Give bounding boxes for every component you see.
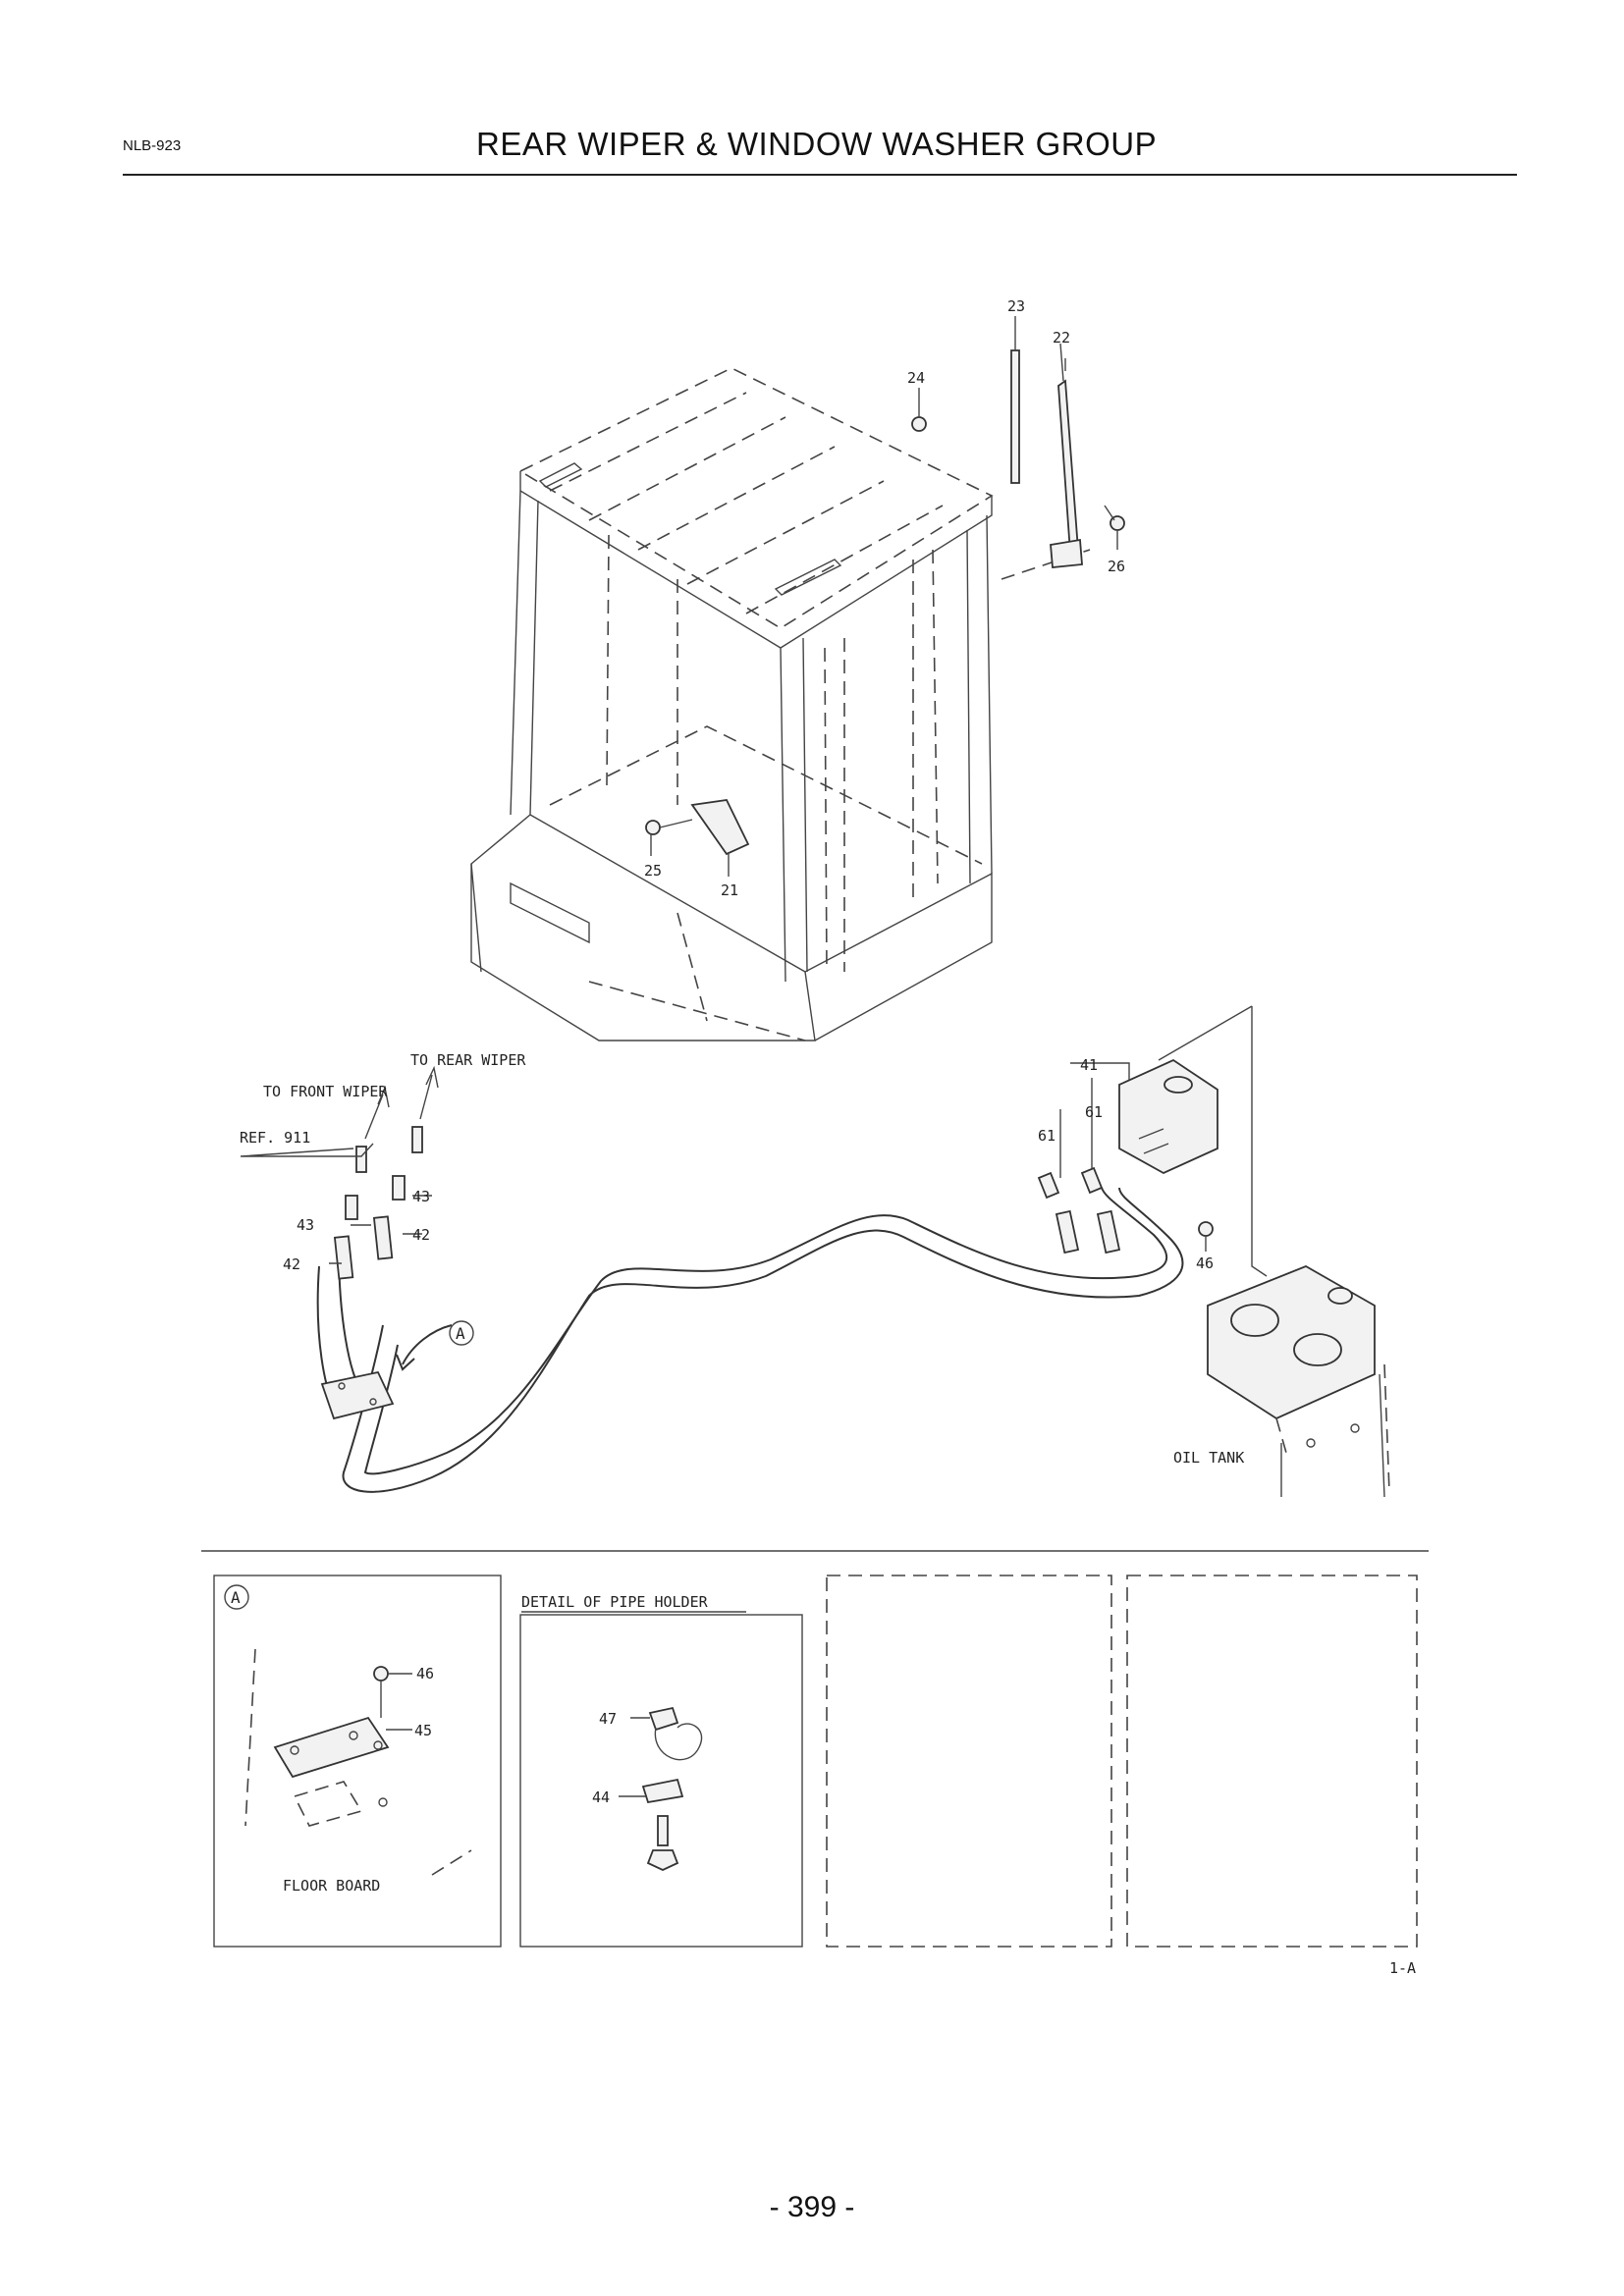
sheet-reference: 1-A xyxy=(1389,1959,1416,1977)
callout-61-left: 61 xyxy=(1038,1127,1056,1145)
document-code: NLB-923 xyxy=(123,137,182,154)
washer-tank xyxy=(1118,1005,1268,1277)
callout-41: 41 xyxy=(1080,1056,1098,1074)
svg-text:FLOOR BOARD: FLOOR BOARD xyxy=(283,1877,380,1895)
callout-leaders xyxy=(240,358,1130,1264)
to-rear-wiper-label: TO REAR WIPER xyxy=(410,1051,526,1069)
callout-24: 24 xyxy=(907,369,925,387)
oil-tank xyxy=(1207,1265,1390,1498)
wiper-motor-part xyxy=(645,799,750,877)
callout-43-right: 43 xyxy=(412,1188,430,1205)
callout-21: 21 xyxy=(721,881,738,899)
svg-text:47: 47 xyxy=(599,1710,617,1728)
page-number: - 399 - xyxy=(769,2191,855,2223)
detail-panel-a: A 46 45 FLOOR BOARD xyxy=(213,1575,502,1948)
callout-46: 46 xyxy=(1196,1255,1214,1272)
callout-25: 25 xyxy=(644,862,662,880)
to-front-wiper-label: TO FRONT WIPER xyxy=(263,1083,388,1100)
callout-numbers: 23 22 24 26 25 21 41 61 61 46 43 43 42 4… xyxy=(283,297,1214,1273)
callout-22: 22 xyxy=(1053,329,1070,347)
ref-911-label: REF. 911 xyxy=(240,1129,310,1147)
rear-wiper-assembly xyxy=(911,316,1125,568)
svg-text:A: A xyxy=(456,1324,465,1343)
callout-43-left: 43 xyxy=(297,1216,314,1234)
title-underline xyxy=(123,174,1517,176)
cab-frame-drawing xyxy=(470,367,1091,1041)
svg-text:A: A xyxy=(231,1588,241,1607)
floor-plate-bracket: A xyxy=(320,1320,474,1420)
svg-text:DETAIL OF PIPE HOLDER: DETAIL OF PIPE HOLDER xyxy=(521,1593,709,1611)
washer-hose xyxy=(316,1065,1184,1493)
svg-text:45: 45 xyxy=(414,1722,432,1739)
svg-text:44: 44 xyxy=(592,1789,610,1806)
callout-42-right: 42 xyxy=(412,1226,430,1244)
oil-tank-label: OIL TANK xyxy=(1173,1449,1244,1467)
callout-23: 23 xyxy=(1007,297,1025,315)
empty-detail-panel-3 xyxy=(826,1575,1112,1948)
detail-panel-pipe-holder: DETAIL OF PIPE HOLDER 47 44 xyxy=(519,1593,803,1948)
callout-26: 26 xyxy=(1108,558,1125,575)
callout-42-left: 42 xyxy=(283,1255,300,1273)
empty-detail-panel-4 xyxy=(1126,1575,1418,1948)
svg-text:46: 46 xyxy=(416,1665,434,1682)
page-title: REAR WIPER & WINDOW WASHER GROUP xyxy=(476,126,1158,162)
callout-61-top: 61 xyxy=(1085,1103,1103,1121)
